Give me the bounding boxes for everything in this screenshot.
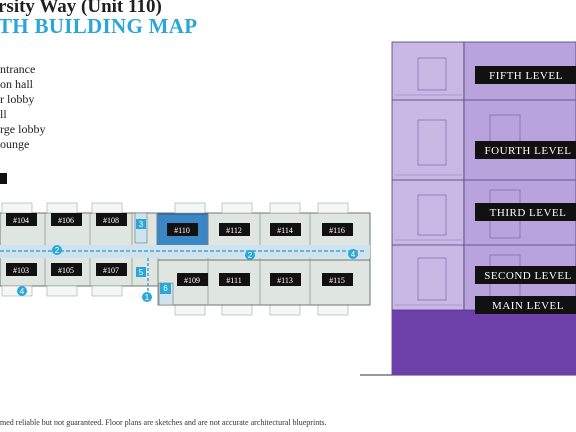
level-label: FOURTH LEVEL <box>485 145 572 157</box>
level-labels: FIFTH LEVEL FOURTH LEVEL THIRD LEVEL SEC… <box>475 66 576 314</box>
unit-label: #112 <box>226 226 242 235</box>
legend-item: ll <box>0 107 7 122</box>
marker-label: 4 <box>351 250 356 259</box>
legend-item: ounge <box>0 137 29 152</box>
level-label: THIRD LEVEL <box>490 207 567 219</box>
unit-label: #113 <box>277 276 293 285</box>
marker-label: 4 <box>20 287 25 296</box>
marker-label: 3 <box>139 220 144 229</box>
main-level-highlight <box>392 310 576 375</box>
legend-item: rge lobby <box>0 122 45 137</box>
disclaimer: med reliable but not guaranteed. Floor p… <box>0 418 327 427</box>
level-label: FIFTH LEVEL <box>489 70 563 82</box>
unit-label: #103 <box>13 266 29 275</box>
balcony-rails <box>395 94 462 306</box>
unit-label: #106 <box>58 216 74 225</box>
unit-label: #111 <box>226 276 241 285</box>
north-marker <box>0 173 7 184</box>
legend-label: on hall <box>0 77 33 91</box>
unit-label: #116 <box>329 226 345 235</box>
level-label: MAIN LEVEL <box>492 300 564 312</box>
unit-label: #109 <box>184 276 200 285</box>
legend-label: ll <box>0 107 7 121</box>
unit-dividers <box>44 213 311 305</box>
marker-label: 6 <box>163 284 168 293</box>
top-unit-labels: #104 #106 #108 #110 #112 #114 #116 <box>6 213 353 236</box>
marker-label: 2 <box>55 246 60 255</box>
marker-label: 1 <box>145 293 150 302</box>
unit-label: #104 <box>13 216 29 225</box>
location-markers: 1 2 2 3 4 4 5 6 <box>17 219 358 302</box>
legend-label: ntrance <box>0 62 36 76</box>
level-label: SECOND LEVEL <box>484 270 572 282</box>
unit-label: #115 <box>329 276 345 285</box>
unit-label: #114 <box>277 226 293 235</box>
corridor <box>0 245 370 258</box>
unit-label: #107 <box>103 266 119 275</box>
page-subtitle: TH BUILDING MAP <box>0 14 198 38</box>
bottom-unit-labels: #103 #105 #107 #109 #111 #113 #115 <box>6 263 353 286</box>
page-title: rsity Way (Unit 110) <box>0 0 162 17</box>
legend-label: r lobby <box>0 92 35 106</box>
unit-label: #108 <box>103 216 119 225</box>
legend-item: on hall <box>0 77 33 92</box>
marker-label: 2 <box>248 251 253 260</box>
legend-item: r lobby <box>0 92 34 107</box>
marker-label: 5 <box>139 268 144 277</box>
legend-item: ntrance <box>0 62 35 77</box>
unit-label: #105 <box>58 266 74 275</box>
legend-label: rge lobby <box>0 122 46 136</box>
unit-label: #110 <box>174 226 190 235</box>
legend-label: ounge <box>0 137 30 151</box>
